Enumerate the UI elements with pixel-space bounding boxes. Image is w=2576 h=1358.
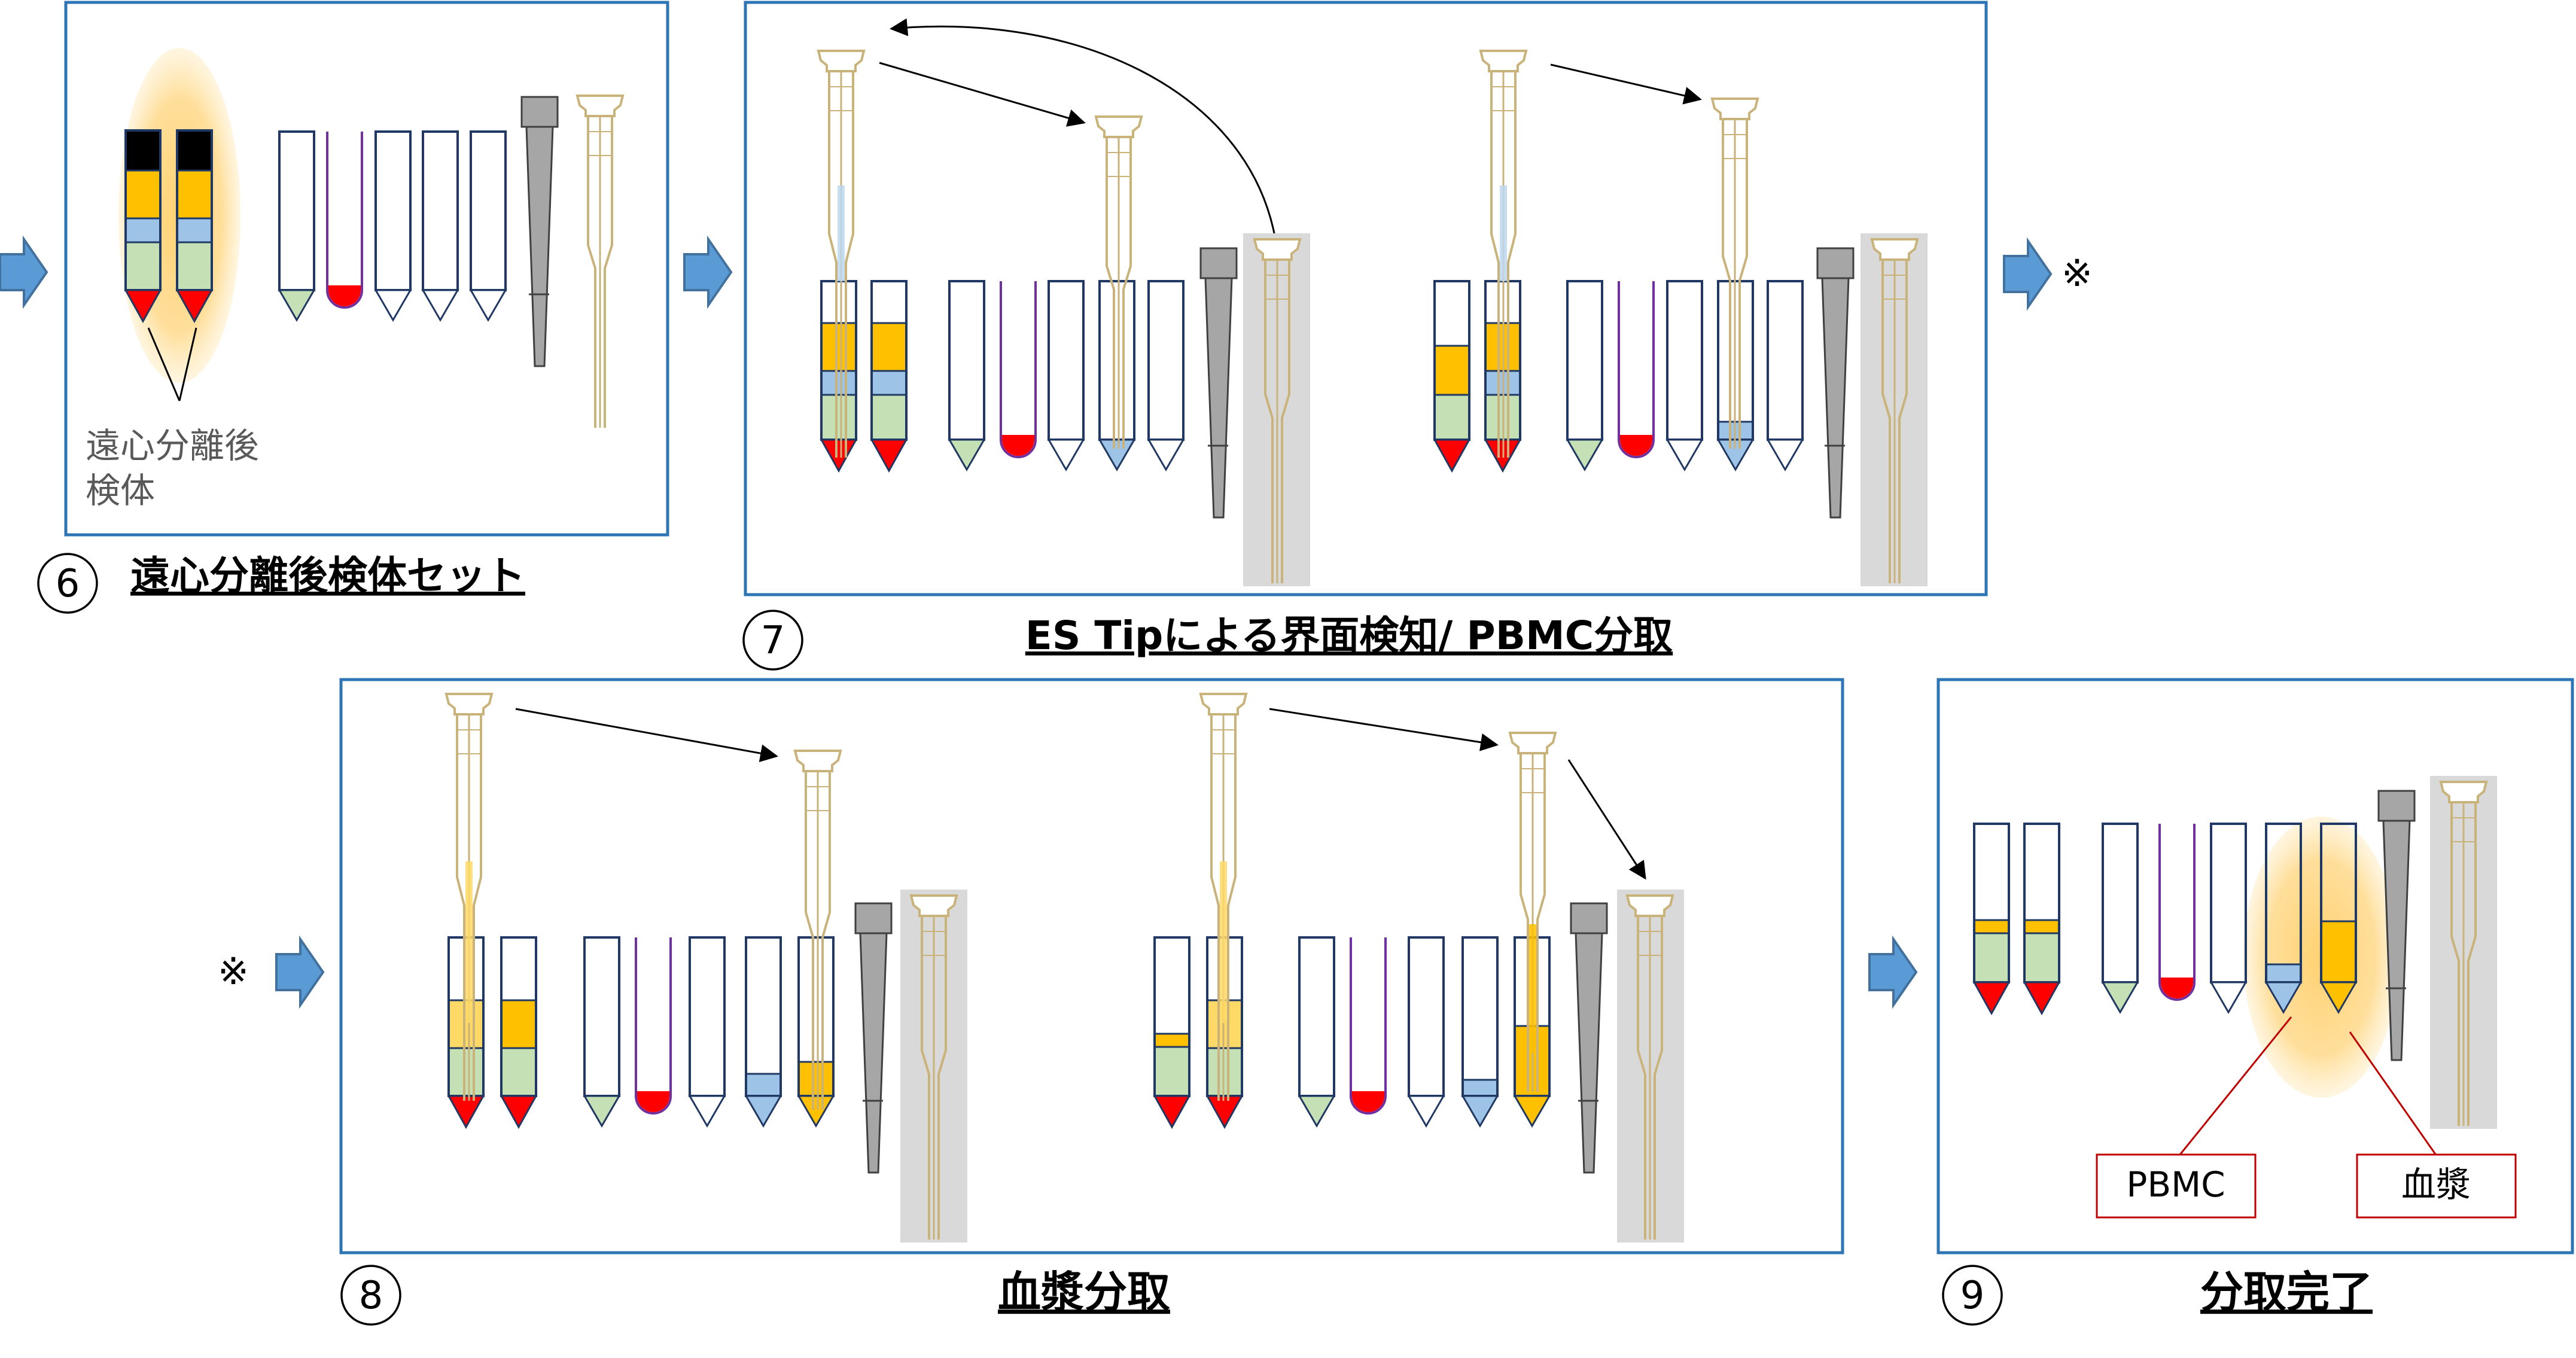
es-tip	[576, 95, 625, 428]
collection-tube	[1461, 936, 1499, 1128]
sample-tube	[175, 129, 214, 324]
flow-arrow	[275, 935, 325, 1009]
step-title-9: 分取完了	[2200, 1267, 2373, 1317]
collection-tube	[1618, 281, 1655, 458]
es-tip	[793, 750, 842, 1110]
collection-tube	[374, 130, 412, 322]
callout-line-plasma	[2349, 1031, 2439, 1158]
es-tip	[1479, 50, 1528, 458]
callout-box-pbmc	[2096, 1153, 2257, 1219]
panel-frame-step8	[339, 678, 1844, 1255]
sample-tube	[500, 936, 538, 1129]
label-pointer	[147, 327, 181, 401]
collection-tube	[688, 936, 726, 1128]
dispense-nozzle	[1816, 247, 1855, 519]
label-pointer	[178, 327, 197, 401]
es-tip	[2439, 781, 2488, 1126]
step-digit: 9	[1960, 1274, 1985, 1318]
collection-tube	[948, 280, 986, 471]
sample-tube	[1153, 936, 1191, 1129]
collection-tube	[2101, 823, 2139, 1014]
es-tip	[909, 894, 958, 1240]
step-number-circle	[37, 553, 98, 614]
sample-tube	[1433, 280, 1471, 473]
dispense-nozzle	[1199, 247, 1238, 519]
collection-tube	[1098, 280, 1136, 471]
step-title-7: ES Tipによる界面検知/ PBMC分取	[1025, 613, 1673, 659]
sample-label: 検体	[86, 470, 155, 511]
collection-tube	[635, 937, 672, 1115]
collection-tube	[1407, 936, 1445, 1128]
step-number-circle	[340, 1265, 401, 1326]
panel-frame-step7	[744, 1, 1988, 596]
es-tip	[817, 50, 866, 458]
collection-tube	[1766, 280, 1804, 471]
es-tip	[1508, 732, 1557, 1092]
es-tip	[1710, 98, 1759, 449]
es-tip	[1253, 238, 1302, 583]
step-title-8: 血漿分取	[998, 1267, 1170, 1317]
collection-tube	[583, 936, 621, 1128]
collection-tube	[797, 936, 835, 1128]
callout-text-plasma: 血漿	[2401, 1164, 2471, 1205]
move-arrow	[1550, 63, 1702, 105]
move-arrow	[1567, 759, 1646, 880]
move-arrow	[1269, 708, 1499, 751]
collection-tube	[1566, 280, 1604, 471]
dispense-nozzle	[1570, 902, 1608, 1174]
collection-tube	[421, 130, 459, 322]
collection-tube	[1047, 280, 1085, 471]
sample-tube	[124, 129, 162, 324]
panel-frame-step9	[1936, 678, 2574, 1255]
dispense-nozzle	[2377, 790, 2416, 1061]
return-arrow	[890, 18, 1275, 234]
flow-arrow	[2003, 237, 2053, 311]
move-arrow	[515, 708, 778, 762]
collection-tube	[2264, 823, 2303, 1014]
flow-arrow	[0, 235, 48, 309]
collection-tube	[1147, 280, 1185, 471]
dispense-nozzle	[854, 902, 893, 1174]
collection-tube	[326, 132, 363, 309]
continuation-mark: ※	[218, 949, 249, 993]
collection-tube	[2209, 823, 2248, 1014]
es-tip	[1870, 238, 1919, 583]
step-digit: 8	[359, 1274, 383, 1318]
es-tip	[444, 693, 494, 1101]
collection-tube	[744, 936, 782, 1128]
sample-label: 遠心分離後	[86, 425, 259, 466]
collection-tube	[469, 130, 507, 322]
sample-tube	[870, 280, 908, 473]
es-tip	[1094, 115, 1143, 449]
step-number-circle	[742, 610, 803, 671]
collection-tube	[1298, 936, 1336, 1128]
collection-tube	[1000, 281, 1037, 458]
collection-tube	[2158, 824, 2196, 1001]
sample-tube	[820, 280, 858, 473]
dispense-nozzle	[520, 96, 559, 367]
flow-arrow	[683, 235, 733, 309]
step-title-6: 遠心分離後検体セット	[130, 553, 525, 599]
step-digit: 7	[761, 619, 785, 663]
sample-tube	[2023, 823, 2061, 1016]
collection-tube	[1665, 280, 1704, 471]
step-number-circle	[1942, 1265, 2003, 1326]
step-digit: 6	[56, 562, 80, 606]
collection-tube	[2319, 823, 2358, 1014]
move-arrow	[879, 62, 1086, 127]
callout-line-pbmc	[2176, 1016, 2292, 1158]
es-tip	[1199, 693, 1248, 1101]
sample-tube	[1972, 823, 2011, 1016]
panel-frame-step6	[64, 1, 669, 537]
callout-box-plasma	[2356, 1153, 2517, 1219]
continuation-mark: ※	[2062, 251, 2093, 295]
es-tip	[1625, 894, 1674, 1240]
collection-tube	[278, 130, 316, 322]
flow-arrow	[1868, 935, 1918, 1009]
collection-tube	[1350, 937, 1387, 1115]
callout-text-pbmc: PBMC	[2126, 1164, 2225, 1205]
